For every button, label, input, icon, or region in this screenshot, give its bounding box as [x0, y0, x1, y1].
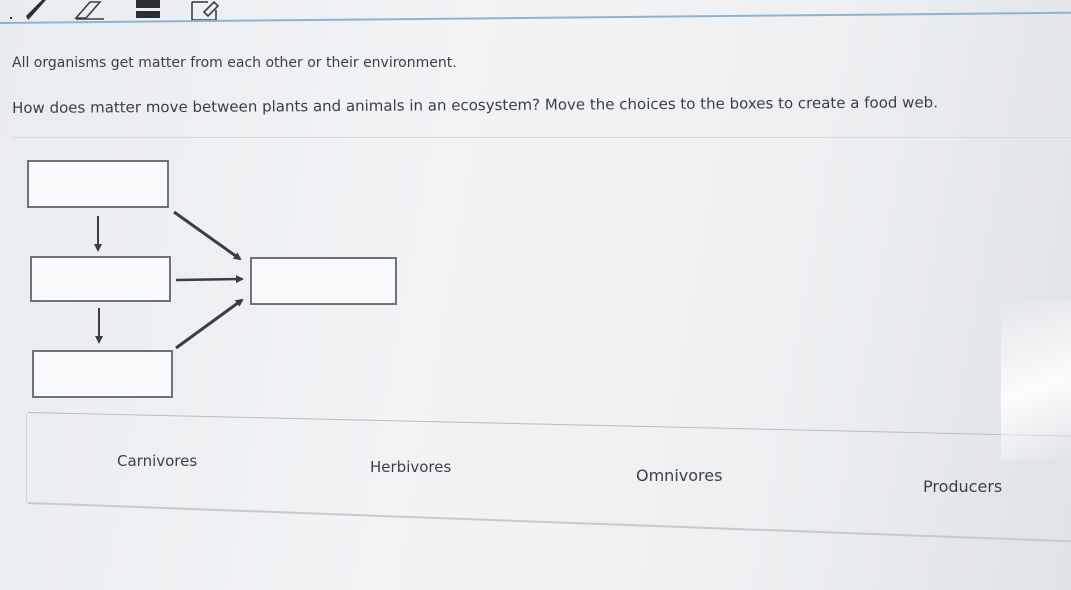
choice-herbivores[interactable]: Herbivores [370, 458, 452, 476]
choice-carnivores[interactable]: Carnivores [117, 452, 198, 470]
choice-omnivores[interactable]: Omnivores [636, 466, 723, 485]
food-web-diagram [0, 140, 420, 410]
choices-tray-top-border [27, 412, 1071, 437]
choices-tray-bottom-border [27, 502, 1071, 543]
choice-producers[interactable]: Producers [923, 477, 1003, 496]
drop-box-middle[interactable] [30, 256, 171, 302]
question-divider [12, 137, 1071, 138]
question-prompt: How does matter move between plants and … [12, 93, 938, 117]
drop-box-right[interactable] [250, 257, 397, 305]
arrow-top-to-right [173, 210, 242, 261]
notepad-icon[interactable] [188, 0, 224, 22]
arrow-bottom-to-right [175, 298, 244, 350]
eraser-icon[interactable] [70, 0, 110, 22]
tool-bar [0, 0, 1071, 26]
pencil-icon[interactable] [6, 0, 46, 22]
drop-box-bottom[interactable] [32, 350, 173, 398]
choices-tray-left-border [26, 413, 27, 503]
arrow-middle-to-right [175, 275, 244, 284]
highlighter-icon[interactable] [134, 0, 162, 22]
drop-box-top[interactable] [27, 160, 169, 208]
question-intro: All organisms get matter from each other… [12, 55, 457, 71]
food-web-arrows [94, 210, 244, 350]
